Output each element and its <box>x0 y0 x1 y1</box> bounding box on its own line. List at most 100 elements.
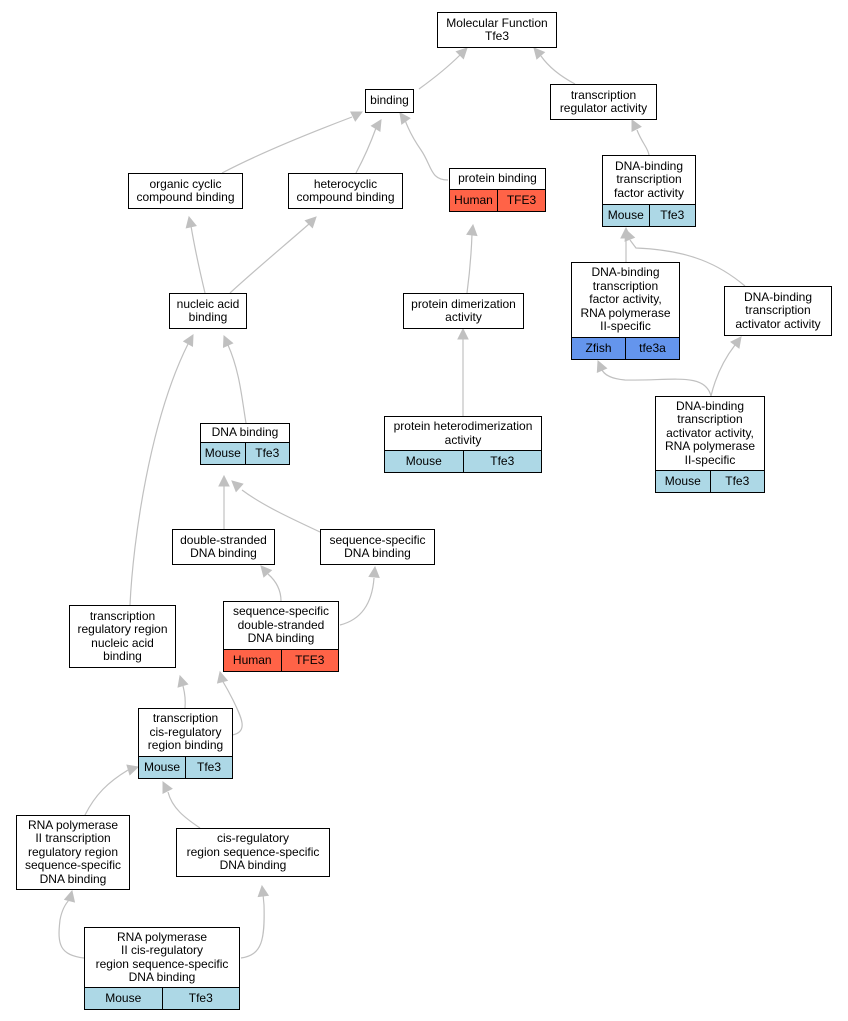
node-title: heterocyclic compound binding <box>296 176 395 204</box>
node-title: protein binding <box>458 171 537 186</box>
node-title: Molecular Function Tfe3 <box>446 15 548 43</box>
edge-arrowhead <box>63 889 76 903</box>
annotation-row: Mouse Tfe3 <box>85 987 239 1009</box>
edge-line <box>221 116 353 174</box>
edge-arrowhead <box>222 334 234 348</box>
edge-line <box>629 239 746 287</box>
node-title: sequence-specific DNA binding <box>329 532 426 560</box>
node-organic-cyclic-compound-binding[interactable]: organic cyclic compound binding <box>128 173 243 209</box>
edge-line <box>84 769 129 816</box>
edge-line <box>540 55 576 85</box>
node-double-stranded-dna-binding[interactable]: double-stranded DNA binding <box>172 529 275 565</box>
edge-arrowhead <box>455 47 468 60</box>
gene-label: Tfe3 <box>161 988 240 1009</box>
node-sequence-specific-dna-binding[interactable]: sequence-specific DNA binding <box>320 529 435 565</box>
edge-arrowhead <box>631 119 642 132</box>
edge-line <box>227 344 247 424</box>
edge-line <box>710 344 736 397</box>
node-title: binding <box>370 93 409 108</box>
node-heterocyclic-compound-binding[interactable]: heterocyclic compound binding <box>288 173 403 209</box>
node-molecular-function[interactable]: Molecular Function Tfe3 <box>437 12 557 48</box>
edge-line <box>636 129 650 156</box>
edge-line <box>267 573 282 602</box>
edge-line <box>466 233 473 294</box>
node-title: double-stranded DNA binding <box>180 532 267 560</box>
node-binding[interactable]: binding <box>365 89 414 113</box>
edge-arrowhead <box>533 47 546 60</box>
edge-line <box>182 685 186 709</box>
gene-label: Tfe3 <box>244 443 290 464</box>
node-dna-binding-transcription-activator-activity[interactable]: DNA-binding transcription activator acti… <box>724 286 832 336</box>
edge-arrowhead <box>216 670 229 684</box>
edge-line <box>167 791 201 829</box>
gene-label: Tfe3 <box>185 757 232 778</box>
node-dna-binding-activator-activity-rnap2[interactable]: DNA-binding transcription activator acti… <box>655 396 765 493</box>
edge-arrowhead <box>368 565 380 578</box>
gene-label: TFE3 <box>497 190 545 211</box>
node-title: RNA polymerase II transcription regulato… <box>24 817 122 886</box>
edge-arrowhead <box>177 674 189 688</box>
node-title: transcription regulatory region nucleic … <box>77 608 168 663</box>
node-rnap2-cis-regulatory-region-binding[interactable]: RNA polymerase II cis-regulatory region … <box>84 927 240 1010</box>
node-title: DNA-binding transcription activator acti… <box>735 289 821 331</box>
gene-label: tfe3a <box>625 338 679 359</box>
edge-arrowhead <box>185 215 197 229</box>
node-transcription-regulatory-region-nucleic-acid-binding[interactable]: transcription regulatory region nucleic … <box>69 605 176 668</box>
gene-label: TFE3 <box>280 650 339 671</box>
edge-line <box>221 679 243 736</box>
node-title: DNA-binding transcription factor activit… <box>613 158 685 200</box>
node-transcription-regulator-activity[interactable]: transcription regulator activity <box>550 84 657 120</box>
node-title: sequence-specific double-stranded DNA bi… <box>232 604 330 646</box>
species-label: Mouse <box>607 207 644 222</box>
edge-arrowhead <box>399 112 411 125</box>
edge-arrowhead <box>162 781 173 794</box>
edge-arrowhead <box>370 119 382 132</box>
species-label: Zfish <box>585 340 612 355</box>
edge-line <box>404 119 449 181</box>
edge-line <box>355 127 377 174</box>
edge-arrowhead <box>730 336 742 349</box>
edge-arrowhead <box>466 223 478 237</box>
node-dna-binding-transcription-factor-activity[interactable]: DNA-binding transcription factor activit… <box>602 155 696 227</box>
node-title: organic cyclic compound binding <box>136 176 235 204</box>
edge-arrowhead <box>257 884 270 898</box>
edge-arrowhead <box>182 334 194 347</box>
node-title: protein dimerization activity <box>411 296 516 324</box>
edge-arrowhead <box>624 228 636 242</box>
edge-line <box>600 367 712 397</box>
node-dna-binding-tf-activity-rnap2[interactable]: DNA-binding transcription factor activit… <box>571 262 680 360</box>
edge-arrowhead <box>596 359 608 373</box>
edge-arrowhead <box>260 565 273 578</box>
edge-line <box>190 225 206 294</box>
node-nucleic-acid-binding[interactable]: nucleic acid binding <box>169 293 247 329</box>
edge-line <box>129 343 189 606</box>
edge-line <box>240 893 265 959</box>
gene-label: Tfe3 <box>709 471 765 492</box>
edge-arrowhead <box>218 474 230 487</box>
node-sequence-specific-double-stranded-dna-binding[interactable]: sequence-specific double-stranded DNA bi… <box>223 601 339 672</box>
node-title: nucleic acid binding <box>176 296 240 324</box>
node-title: protein heterodimerization activity <box>393 419 533 447</box>
node-transcription-cis-regulatory-region-binding[interactable]: transcription cis-regulatory region bind… <box>138 708 233 779</box>
edge-arrowhead <box>304 216 317 229</box>
edge-line <box>58 898 85 959</box>
node-rnap2-transcription-regulatory-region-binding[interactable]: RNA polymerase II transcription regulato… <box>16 815 130 890</box>
node-protein-dimerization-activity[interactable]: protein dimerization activity <box>403 293 524 329</box>
node-title: DNA-binding transcription activator acti… <box>664 398 756 467</box>
edge-arrowhead <box>231 480 244 493</box>
species-label: Mouse <box>143 759 181 774</box>
node-title: RNA polymerase II cis-regulatory region … <box>95 929 229 984</box>
node-title: cis-regulatory region sequence-specific … <box>186 831 320 873</box>
node-cis-regulatory-region-sequence-specific-dna-binding[interactable]: cis-regulatory region sequence-specific … <box>176 828 330 877</box>
species-label: Mouse <box>105 990 142 1005</box>
node-title: transcription cis-regulatory region bind… <box>147 711 224 753</box>
edge-arrowhead <box>350 111 363 122</box>
